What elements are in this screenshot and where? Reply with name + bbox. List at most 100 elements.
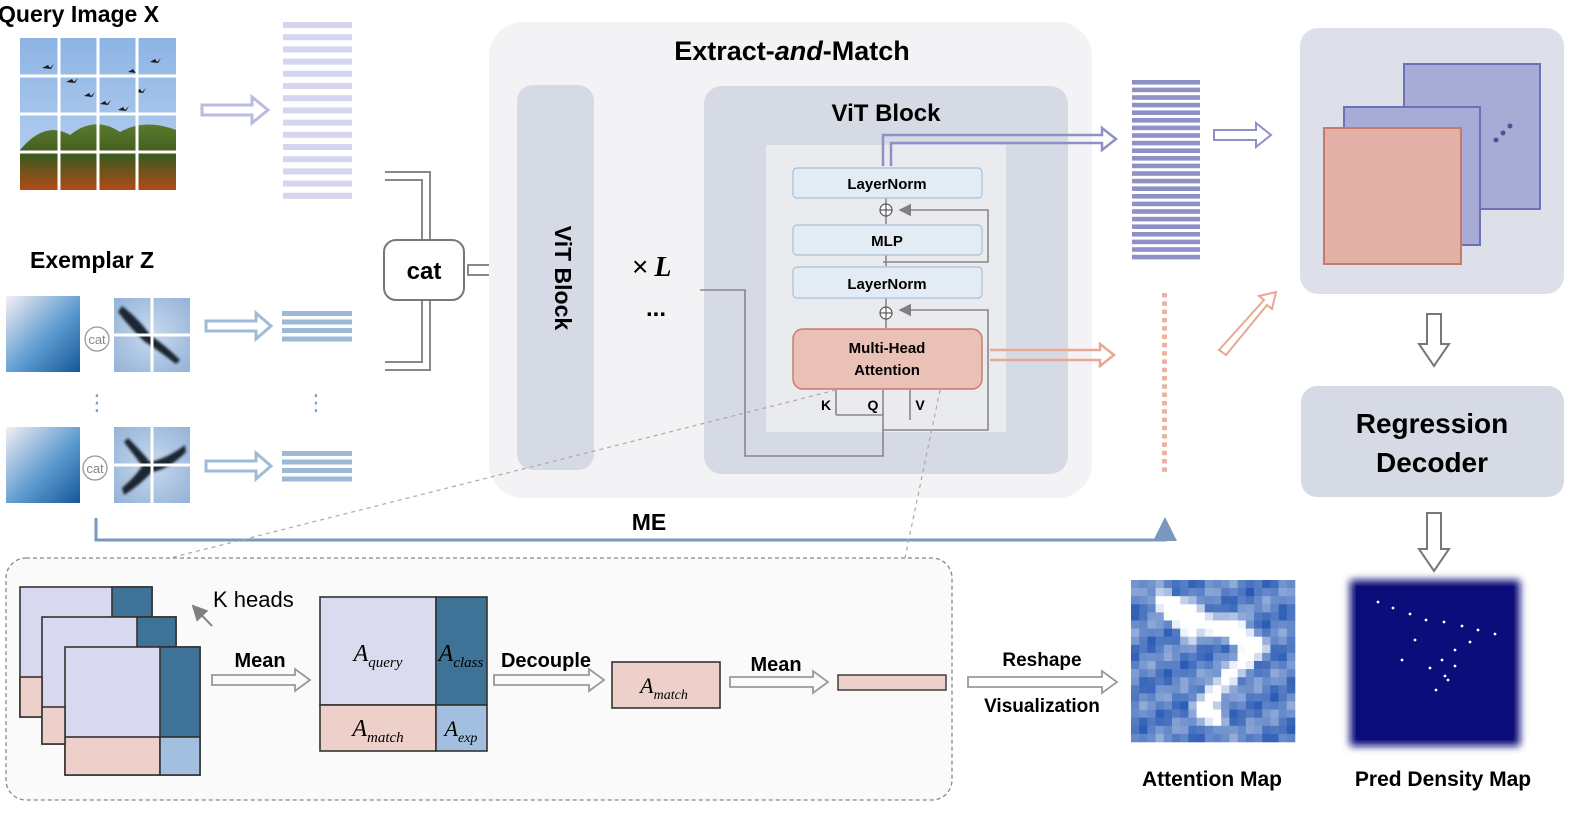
exemplar-token (282, 476, 352, 482)
vit-block-vertical-label: ViT Block (550, 226, 576, 331)
attention-map-cell (1278, 652, 1288, 662)
attention-map-cell (1229, 669, 1238, 678)
attention-map-cell (1188, 717, 1197, 727)
attention-map-cell (1213, 677, 1222, 686)
layernorm-top-label: LayerNorm (847, 176, 926, 193)
attention-token (1162, 459, 1167, 464)
attention-map-cell (1131, 725, 1140, 735)
k-label: K (821, 397, 831, 413)
attention-map-cell (1196, 628, 1206, 637)
attention-map-cell (1270, 636, 1279, 646)
query-image (20, 38, 176, 190)
output-token (1132, 239, 1200, 245)
attention-map-cell (1213, 669, 1222, 678)
attention-map-cell (1163, 709, 1173, 718)
attention-map-cell (1196, 652, 1206, 662)
output-token (1132, 224, 1200, 229)
attention-token (1162, 351, 1167, 356)
attention-map-cell (1270, 644, 1279, 654)
attention-map-cell (1188, 596, 1197, 605)
output-token (1132, 102, 1200, 108)
attention-map-cell (1147, 620, 1156, 629)
attention-map-cell (1262, 725, 1271, 735)
attention-map-cell (1180, 628, 1189, 637)
attention-map-cell (1163, 661, 1173, 670)
output-token (1132, 118, 1200, 123)
attention-map-cell (1245, 620, 1255, 629)
attention-map-cell (1204, 725, 1214, 735)
output-token (1132, 133, 1200, 138)
attention-map-cell (1254, 644, 1263, 654)
attention-map-cell (1245, 685, 1255, 694)
attention-map-cell (1180, 596, 1189, 605)
feature-map-dots (1493, 123, 1513, 143)
attention-map-cell (1213, 604, 1222, 613)
reshape-arrow (967, 669, 1119, 695)
attention-map-cell (1262, 733, 1271, 743)
attention-map-cell (1172, 677, 1181, 686)
attention-map-cell (1254, 612, 1263, 621)
attention-map-cell (1180, 709, 1189, 718)
output-token (1132, 209, 1200, 214)
attention-map-cell (1196, 620, 1206, 629)
output-tokens (1132, 80, 1200, 260)
attention-map-cell (1221, 677, 1230, 686)
mean-arrow-1 (211, 667, 312, 693)
a-query-label: Aquery (352, 641, 403, 671)
attention-map-cell (1172, 693, 1181, 702)
attention-map-cell (1139, 628, 1148, 637)
attention-map-cell (1196, 596, 1206, 605)
attention-map-cell (1180, 669, 1189, 678)
attention-map-cell (1270, 661, 1279, 670)
attention-map-cell (1180, 588, 1189, 597)
attention-map-cell (1221, 717, 1230, 727)
attention-map-cell (1172, 636, 1181, 646)
attention-map-cell (1270, 733, 1279, 743)
attention-map-cell (1237, 580, 1247, 589)
pred-density-map-label: Pred Density Map (1355, 768, 1531, 791)
attention-map-cell (1172, 612, 1181, 621)
tokens-to-features-arrow (1213, 120, 1273, 150)
output-token (1132, 178, 1200, 184)
attention-map-cell (1245, 628, 1255, 637)
attention-map-cell (1172, 717, 1181, 727)
attention-map-cell (1196, 604, 1206, 613)
attention-map-cell (1196, 580, 1206, 589)
density-point (1428, 666, 1432, 670)
times-L: ×L (632, 251, 671, 283)
density-point (1468, 640, 1472, 644)
attention-map-cell (1139, 644, 1148, 654)
attention-map-cell (1286, 652, 1296, 662)
attention-map-cell (1213, 580, 1222, 589)
query-token (283, 168, 352, 175)
attention-token (1162, 342, 1167, 348)
attention-map-cell (1204, 717, 1214, 727)
attention-map-cell (1237, 717, 1247, 727)
a-exp-label: Aexp (443, 716, 478, 746)
attention-map-cell (1221, 733, 1230, 743)
exemplar-token (282, 459, 352, 465)
attention-map-cell (1270, 628, 1279, 637)
attention-map-cell (1163, 588, 1173, 597)
output-token (1132, 186, 1200, 191)
attention-map-cell (1131, 661, 1140, 670)
attention-map-cell (1270, 685, 1279, 694)
me-label: ME (632, 509, 667, 535)
attention-map-cell (1147, 588, 1156, 597)
attention-map-cell (1278, 685, 1288, 694)
attention-map-cell (1270, 717, 1279, 727)
attention-map-cell (1237, 725, 1247, 735)
attention-map-cell (1229, 612, 1238, 621)
attention-map-cell (1172, 644, 1181, 654)
attention-map-cell (1245, 733, 1255, 743)
attention-map-cell (1213, 693, 1222, 702)
attention-map-cell (1163, 628, 1173, 637)
attention-map-cell (1245, 669, 1255, 678)
attention-map-cell (1188, 693, 1197, 702)
attention-map-cell (1147, 725, 1156, 735)
regression-decoder-line2: Decoder (1376, 447, 1488, 478)
attention-map-cell (1254, 677, 1263, 686)
attention-map-cell (1196, 644, 1206, 654)
attention-map-cell (1163, 644, 1173, 654)
attention-map-cell (1221, 628, 1230, 637)
